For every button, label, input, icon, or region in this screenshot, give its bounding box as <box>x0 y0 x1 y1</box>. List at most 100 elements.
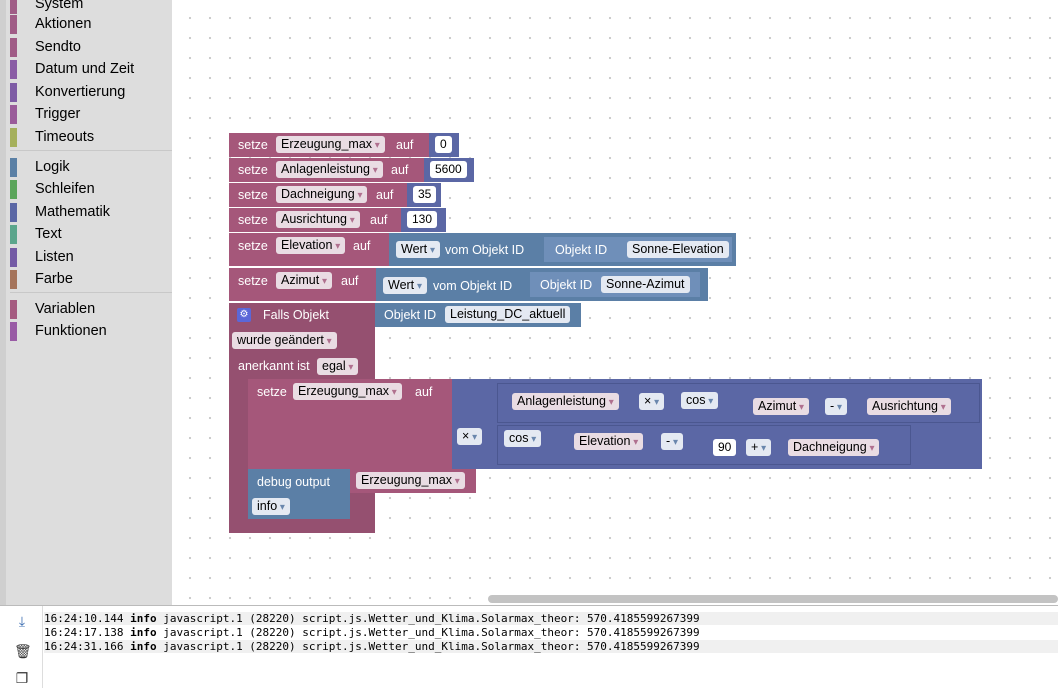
set-block-erzeugung[interactable]: setze Erzeugung_max auf 0 <box>229 133 459 157</box>
trigger-object-id-block[interactable]: Objekt ID Leistung_DC_aktuell <box>375 303 581 327</box>
toolbox-category-sendto[interactable]: Sendto <box>10 37 81 57</box>
ack-dropdown[interactable]: egal <box>317 358 359 375</box>
var-dropdown-ausrichtung[interactable]: Ausrichtung <box>276 211 360 228</box>
set-block-anlagen[interactable]: setze Anlagenleistung auf 5600 <box>229 158 474 182</box>
set-block-ausrichtung[interactable]: setze Ausrichtung auf 130 <box>229 208 446 232</box>
number-field[interactable]: 130 <box>407 211 438 228</box>
set-label: setze <box>257 385 287 399</box>
category-color-swatch <box>10 203 17 222</box>
debug-output-block[interactable]: debug output info <box>248 469 350 519</box>
log-level: info <box>130 626 157 639</box>
toolbox-category-funktionen[interactable]: Funktionen <box>10 321 107 341</box>
toolbox-category-datum-und-zeit[interactable]: Datum und Zeit <box>10 59 134 79</box>
category-color-swatch <box>10 248 17 267</box>
operator-dropdown[interactable]: × <box>457 428 483 445</box>
operator-dropdown[interactable]: + <box>746 439 772 456</box>
toolbox-category-aktionen[interactable]: Aktionen <box>10 14 91 34</box>
toolbox-category-konvertierung[interactable]: Konvertierung <box>10 82 125 102</box>
horizontal-scrollbar[interactable] <box>488 595 1058 603</box>
gear-icon[interactable]: ⚙ <box>237 308 251 322</box>
change-type-dropdown[interactable]: wurde geändert <box>232 332 337 349</box>
cos-dropdown[interactable]: cos <box>504 430 542 447</box>
number-block[interactable]: 130 <box>401 208 446 232</box>
cos-dropdown[interactable]: cos <box>681 392 719 409</box>
debug-level-dropdown[interactable]: info <box>252 498 290 515</box>
blockly-workspace[interactable]: setze Erzeugung_max auf 0 setze Anlagenl… <box>172 0 1058 605</box>
var-dropdown-erzeugung[interactable]: Erzeugung_max <box>293 383 402 400</box>
toolbox-category-text[interactable]: Text <box>10 224 62 244</box>
download-icon[interactable]: ⤓ <box>18 613 26 629</box>
category-color-swatch <box>10 83 17 102</box>
set-label: setze <box>238 138 268 152</box>
var-dropdown-erzeugung[interactable]: Erzeugung_max <box>356 472 465 489</box>
toolbox-category-variablen[interactable]: Variablen <box>10 299 95 319</box>
trigger-object-id-field[interactable]: Leistung_DC_aktuell <box>445 306 571 323</box>
trash-icon[interactable]: 🗑 <box>14 643 32 659</box>
operator-dropdown[interactable]: - <box>661 433 683 450</box>
log-message: javascript.1 (28220) script.js.Wetter_un… <box>156 612 700 625</box>
category-label: Text <box>35 226 62 242</box>
var-ausrichtung[interactable]: Ausrichtung <box>867 398 951 415</box>
var-dropdown-erzeugung[interactable]: Erzeugung_max <box>276 136 385 153</box>
toolbox-separator <box>10 150 172 151</box>
var-dachneigung[interactable]: Dachneigung <box>788 439 880 456</box>
copy-icon[interactable]: ❐ <box>15 670 29 686</box>
set-block-erzeugung-calc[interactable]: setze Erzeugung_max auf <box>248 379 454 469</box>
var-dropdown-anlagen[interactable]: Anlagenleistung <box>276 161 383 178</box>
toolbox-category-logik[interactable]: Logik <box>10 157 70 177</box>
var-dropdown-elevation[interactable]: Elevation <box>276 237 346 254</box>
log-panel: ⤓ 🗑 ❐ 16:24:10.144 info javascript.1 (28… <box>0 605 1058 688</box>
toolbox-category-listen[interactable]: Listen <box>10 247 74 267</box>
log-time: 16:24:10.144 <box>44 612 131 625</box>
category-label: Variablen <box>35 301 96 317</box>
get-var-erzeugung[interactable]: Erzeugung_max <box>350 469 476 493</box>
math-multiply-block-outer[interactable]: × Anlagenleistung × cos Azimut - Ausrich… <box>452 379 982 469</box>
set-block-elevation[interactable]: setze Elevation auf <box>229 233 389 266</box>
toolbox-category-farbe[interactable]: Farbe <box>10 269 73 289</box>
var-azimut[interactable]: Azimut <box>753 398 810 415</box>
number-block[interactable]: 5600 <box>424 158 474 182</box>
object-id-field[interactable]: Sonne-Elevation <box>627 241 729 258</box>
math-multiply-block[interactable]: Anlagenleistung × cos Azimut - Ausrichtu… <box>497 383 980 423</box>
to-label: auf <box>341 274 359 288</box>
operator-dropdown[interactable]: × <box>639 393 665 410</box>
objekt-id-label: Objekt ID <box>540 278 593 292</box>
toolbox-category-system[interactable]: System <box>10 0 83 14</box>
toolbox-category-schleifen[interactable]: Schleifen <box>10 179 95 199</box>
set-block-azimut[interactable]: setze Azimut auf <box>229 268 376 301</box>
object-id-block[interactable]: Objekt ID Sonne-Azimut <box>530 272 700 297</box>
toolbox-category-trigger[interactable]: Trigger <box>10 104 80 124</box>
state-attr-dropdown[interactable]: Wert <box>383 277 427 294</box>
get-state-block-elevation[interactable]: Wert vom Objekt ID Objekt ID Sonne-Eleva… <box>389 233 736 266</box>
set-label: setze <box>238 213 268 227</box>
category-color-swatch <box>10 322 17 341</box>
number-block[interactable]: 0 <box>429 133 459 157</box>
toolbox-category-mathematik[interactable]: Mathematik <box>10 202 110 222</box>
var-anlagenleistung[interactable]: Anlagenleistung <box>512 393 619 410</box>
toolbox-category-timeouts[interactable]: Timeouts <box>10 127 94 147</box>
set-label: setze <box>238 188 268 202</box>
objekt-id-label: Objekt ID <box>384 308 437 322</box>
object-id-field[interactable]: Sonne-Azimut <box>601 276 690 293</box>
math-cos-block[interactable]: cos Elevation - 90 + Dachneigung <box>497 425 911 465</box>
number-field[interactable]: 0 <box>435 136 452 153</box>
category-color-swatch <box>10 105 17 124</box>
category-color-swatch <box>10 128 17 147</box>
number-field[interactable]: 35 <box>413 186 437 203</box>
log-message: javascript.1 (28220) script.js.Wetter_un… <box>156 640 700 653</box>
number-field[interactable]: 90 <box>713 439 737 456</box>
category-label: Timeouts <box>35 129 95 145</box>
object-id-block[interactable]: Objekt ID Sonne-Elevation <box>544 237 732 262</box>
number-field[interactable]: 5600 <box>430 161 467 178</box>
toolbox-edge <box>0 0 6 605</box>
var-elevation[interactable]: Elevation <box>574 433 644 450</box>
get-state-block-azimut[interactable]: Wert vom Objekt ID Objekt ID Sonne-Azimu… <box>376 268 708 301</box>
set-block-dachneigung[interactable]: setze Dachneigung auf 35 <box>229 183 441 207</box>
var-dropdown-dachneigung[interactable]: Dachneigung <box>276 186 368 203</box>
log-time: 16:24:17.138 <box>44 626 131 639</box>
operator-dropdown[interactable]: - <box>825 398 847 415</box>
state-attr-dropdown[interactable]: Wert <box>396 241 440 258</box>
number-block[interactable]: 35 <box>407 183 441 207</box>
to-label: auf <box>353 239 371 253</box>
var-dropdown-azimut[interactable]: Azimut <box>276 272 333 289</box>
